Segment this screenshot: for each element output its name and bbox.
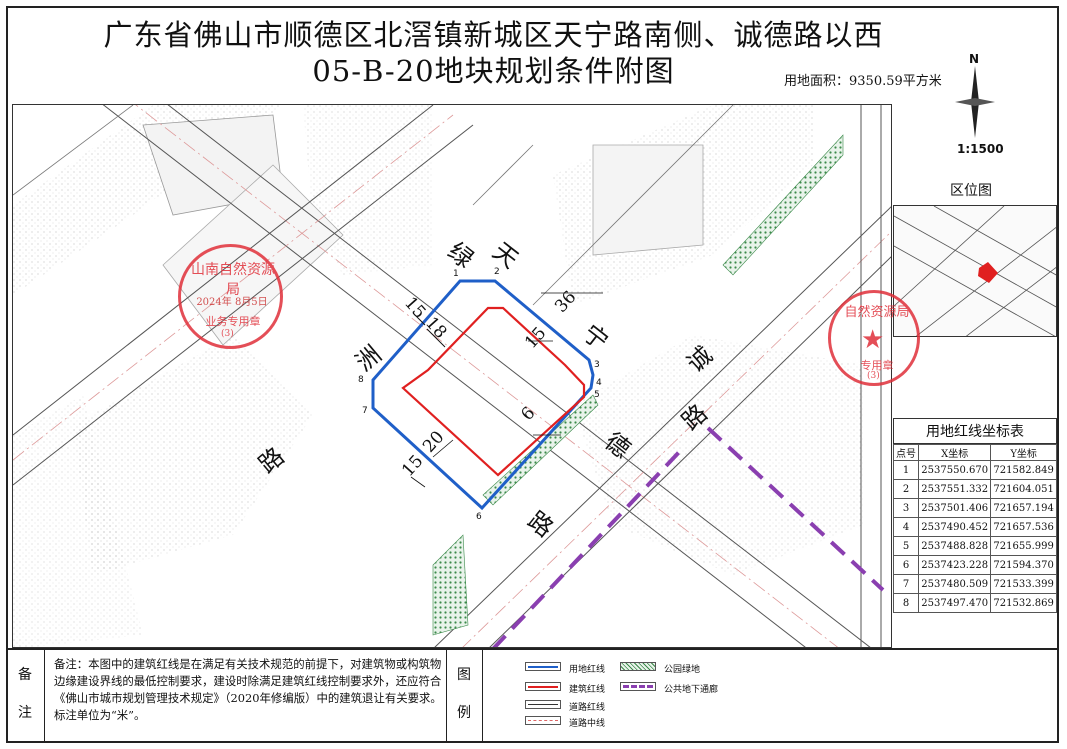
header-cell: 点号 [892, 444, 920, 461]
table-cell: 2537490.452 [918, 517, 992, 537]
header-cell: X坐标 [918, 444, 992, 461]
point-label: 8 [358, 375, 364, 385]
legend-item: 建筑红线 [569, 685, 606, 695]
legend-item: 道路红线 [569, 703, 606, 713]
legend-swatch-green [620, 662, 656, 671]
divider [44, 648, 45, 743]
seal-label: 专用章 [860, 359, 894, 372]
table-cell: 721604.051 [990, 479, 1057, 499]
table-cell: 6 [892, 555, 920, 575]
compass-icon [955, 66, 995, 138]
seal-number: (3) [221, 329, 234, 339]
seal-arc-text: 自然资源局 [844, 305, 910, 320]
official-seal-left: 山南自然资源局 2024年 8月5日 业务专用章 (3) [178, 244, 283, 349]
divider [482, 648, 483, 743]
title-line-2: 05-B-20地块规划条件附图 [312, 54, 675, 88]
table-cell: 2537550.670 [918, 460, 992, 480]
table-cell: 721532.869 [990, 593, 1057, 613]
notes-label-2: 注 [18, 705, 32, 721]
location-map-title: 区位图 [950, 183, 992, 199]
table-cell: 2537480.509 [918, 574, 992, 594]
table-cell: 2537497.470 [918, 593, 992, 613]
table-cell: 2537488.828 [918, 536, 992, 556]
point-label: 1 [453, 269, 459, 279]
table-cell: 3 [892, 498, 920, 518]
north-arrow: N [955, 52, 995, 142]
legend-item: 公共地下通廊 [664, 685, 719, 695]
table-cell: 721594.370 [990, 555, 1057, 575]
table-cell: 5 [892, 536, 920, 556]
notes-legend-area [6, 648, 1059, 745]
point-label: 2 [494, 267, 500, 277]
table-cell: 2537551.332 [918, 479, 992, 499]
legend-swatch-centerline [525, 716, 561, 725]
notes-label-1: 备 [18, 667, 32, 683]
site-plan-map [12, 104, 892, 648]
scale-label: 1:1500 [957, 142, 1004, 156]
seal-star-icon: ★ [861, 325, 885, 355]
legend-swatch-building [525, 682, 561, 691]
table-cell: 721657.536 [990, 517, 1057, 537]
legend-swatch-site [525, 662, 561, 671]
point-label: 7 [362, 406, 368, 416]
seal-date: 2024年 8月5日 [196, 297, 268, 308]
legend-label-2: 例 [457, 705, 471, 721]
legend-swatch-road [525, 700, 561, 709]
table-cell: 2537501.406 [918, 498, 992, 518]
site-plan-svg [13, 105, 891, 647]
seal-arc-text: 山南自然资源局 [191, 262, 275, 298]
coord-table-title: 用地红线坐标表 [893, 418, 1057, 444]
legend-item: 道路中线 [569, 719, 606, 729]
table-cell: 8 [892, 593, 920, 613]
coord-table-header: 点号 X坐标 Y坐标 [892, 444, 1057, 461]
legend-item: 用地红线 [569, 665, 606, 675]
table-cell: 721657.194 [990, 498, 1057, 518]
location-map-svg [894, 206, 1056, 336]
table-cell: 721533.399 [990, 574, 1057, 594]
notes-text: 备注：本图中的建筑红线是在满足有关技术规范的前提下，对建筑物或构筑物边缘建设界线… [54, 657, 442, 722]
point-label: 5 [594, 390, 600, 400]
table-cell: 721582.849 [990, 460, 1057, 480]
title-line-1: 广东省佛山市顺德区北滘镇新城区天宁路南侧、诚德路以西 [103, 18, 884, 52]
seal-number: (3) [867, 371, 880, 381]
legend-item: 公园绿地 [664, 665, 701, 675]
legend-swatch-tunnel [620, 682, 656, 691]
header-cell: Y坐标 [990, 444, 1057, 461]
table-cell: 2537423.228 [918, 555, 992, 575]
table-cell: 4 [892, 517, 920, 537]
point-label: 4 [596, 378, 602, 388]
drawing-frame [6, 6, 1059, 743]
legend-label-1: 图 [457, 667, 471, 683]
table-cell: 7 [892, 574, 920, 594]
point-label: 6 [476, 512, 482, 522]
table-cell: 2 [892, 479, 920, 499]
seal-label: 业务专用章 [205, 315, 261, 328]
table-cell: 1 [892, 460, 920, 480]
divider [446, 648, 447, 743]
location-map [893, 205, 1057, 337]
north-label: N [969, 52, 980, 66]
site-area: 用地面积：9350.59平方米 [784, 74, 942, 89]
point-label: 3 [594, 360, 600, 370]
official-seal-right: 自然资源局 ★ 专用章 (3) [828, 290, 920, 386]
table-cell: 721655.999 [990, 536, 1057, 556]
